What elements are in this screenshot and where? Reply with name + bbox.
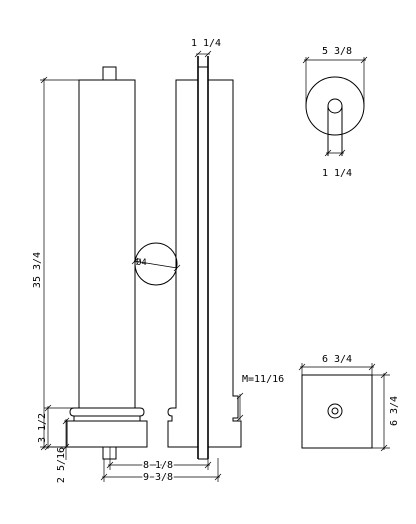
front-collar: [69, 407, 145, 417]
top-view-diameter-dimension: 5 3/8: [302, 46, 368, 106]
side-thickness-label: 1 1/4: [191, 38, 221, 49]
front-bottom-tenon: [102, 446, 117, 460]
top-view-outer-circle: [305, 76, 365, 136]
detail-circle: Ø4: [131, 242, 181, 286]
detail-diameter-label: Ø4: [136, 257, 147, 268]
plinth-width-label: 6 3/4: [322, 354, 352, 365]
front-base-block: [66, 420, 148, 448]
top-view-stem-label: 1 1/4: [322, 168, 352, 179]
side-view: [167, 56, 242, 460]
overall-height-dimension: 35 3/4: [32, 76, 79, 451]
top-view: [305, 76, 365, 156]
overall-height-label: 35 3/4: [32, 252, 43, 288]
plinth-hole-inner: [331, 407, 339, 415]
base-outer-width-label: 9 3/8: [143, 472, 173, 483]
top-view-diameter-label: 5 3/8: [322, 46, 352, 57]
base-lower-height-label: 2 5/16: [56, 447, 67, 483]
front-shaft: [78, 79, 136, 409]
front-top-tenon: [102, 66, 117, 81]
plinth-view: [301, 374, 373, 449]
base-inner-width-label: 8 1/8: [143, 460, 173, 471]
base-inner-width-dimension: 8 1/8: [106, 447, 212, 473]
mortise-label: M=11/16: [242, 374, 284, 385]
front-view: [66, 66, 148, 460]
base-height-dimension: 3 1/2: [37, 404, 74, 451]
side-right-profile: [208, 79, 242, 448]
base-lower-height-dimension: 2 5/16: [56, 417, 70, 483]
top-view-stem-dimension: 1 1/4: [322, 149, 352, 179]
plinth-width-dimension: 6 3/4: [298, 354, 376, 375]
side-left-profile: [167, 79, 198, 448]
base-height-label: 3 1/2: [37, 413, 48, 443]
top-view-tenon: [327, 98, 343, 114]
plinth-height-label: 6 3/4: [389, 396, 400, 426]
plinth-height-dimension: 6 3/4: [372, 371, 400, 452]
side-thickness-dimension: 1 1/4: [191, 38, 221, 58]
plinth-hole-outer: [327, 403, 343, 419]
plinth-square: [301, 374, 373, 449]
mortise-dimension: M=11/16: [236, 374, 284, 422]
base-outer-width-dimension: 9 3/8: [100, 458, 222, 485]
